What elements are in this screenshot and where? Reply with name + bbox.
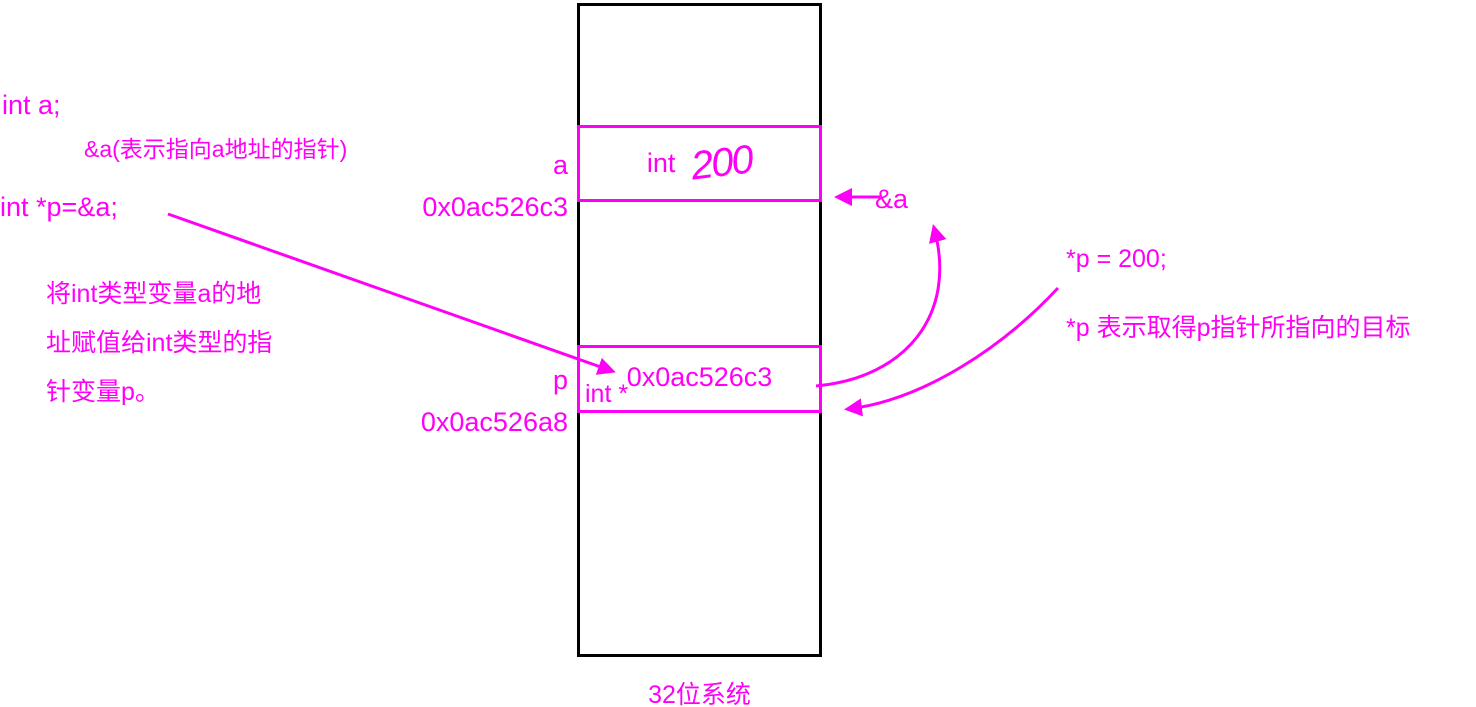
cell-a-value-handwritten: 200: [688, 137, 755, 189]
label-variable-a: a: [552, 150, 568, 180]
note-declaration-p: int *p=&a;: [0, 192, 118, 222]
note-explanation: 将int类型变量a的地 址赋值给int类型的指 针变量p。: [46, 270, 272, 417]
caption-32bit-system: 32位系统: [648, 681, 751, 707]
memory-column: [577, 3, 822, 657]
cell-p-value: 0x0ac526c3: [626, 362, 773, 392]
memory-cell-p: 0x0ac526c3 int *: [577, 345, 822, 413]
address-of-a: 0x0ac526c3: [422, 192, 568, 222]
note-address-meaning: &a(表示指向a地址的指针): [84, 136, 348, 162]
note-explanation-line2: 址赋值给int类型的指: [46, 329, 273, 357]
value-to-ampa-curve-arrow: [815, 224, 947, 388]
cell-a-type: int: [646, 148, 676, 178]
memory-cell-a: int 200: [577, 125, 822, 202]
note-deref-explain: *p 表示取得p指针所指向的目标: [1066, 314, 1411, 342]
note-declaration-a: int a;: [2, 90, 61, 120]
note-deref-assign: *p = 200;: [1066, 245, 1167, 273]
label-variable-p: p: [552, 365, 568, 395]
cell-p-type: int *: [585, 380, 629, 408]
note-explanation-line3: 针变量p。: [46, 378, 160, 406]
note-explanation-line1: 将int类型变量a的地: [46, 280, 262, 308]
deref-to-pcell-curve-arrow: [844, 286, 1060, 417]
note-amp-a: &a: [875, 184, 909, 214]
address-of-p: 0x0ac526a8: [420, 407, 568, 437]
